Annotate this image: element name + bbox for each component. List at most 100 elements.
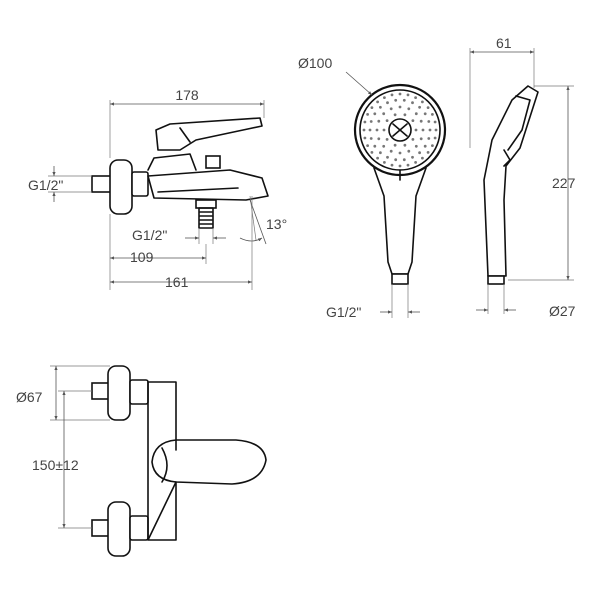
nozzle-dot (406, 163, 410, 167)
nozzle-dot (406, 93, 410, 97)
nozzle-dot (382, 144, 386, 148)
nozzle-dot (421, 100, 424, 104)
head-diameter-label: Ø100 (298, 55, 332, 71)
nozzle-dot (421, 128, 425, 132)
hand-shower-front-view (353, 83, 447, 285)
nozzle-dot (383, 161, 386, 164)
nozzle-dot (386, 155, 389, 159)
nozzle-dot (398, 151, 402, 155)
nozzle-dot (394, 98, 398, 102)
nozzle-dot (398, 105, 402, 109)
nozzle-dot (411, 155, 414, 159)
nozzle-dot (431, 113, 434, 116)
nozzle-dot (414, 161, 417, 164)
nozzle-dot (427, 120, 431, 123)
flange-diameter-label: Ø67 (16, 389, 43, 405)
dim-161-label: 161 (165, 274, 189, 290)
nozzle-dot (373, 144, 377, 148)
nozzle-dot (379, 105, 382, 109)
nozzle-dot (423, 144, 427, 148)
nozzle-dot (414, 128, 418, 132)
dim-61-label: 61 (496, 35, 512, 51)
nozzle-dot (434, 128, 438, 132)
nozzle-dot (377, 119, 381, 123)
nozzle-dot (369, 120, 373, 123)
nozzle-dot (431, 144, 434, 148)
nozzle-dot (421, 156, 424, 160)
nozzle-dot (379, 151, 382, 155)
nozzle-dot (398, 92, 402, 96)
spout-angle-label: 13° (266, 216, 287, 232)
dimension-spout-angle: 13° (239, 199, 287, 245)
nozzle-dot (426, 151, 430, 154)
dimension-handle-diameter: Ø27 (476, 284, 576, 319)
nozzle-dot (385, 119, 389, 122)
nozzle-dot (375, 128, 379, 132)
dimension-shower-connection: G1/2" (326, 284, 420, 320)
nozzle-dot (390, 93, 394, 97)
nozzle-dot (414, 144, 418, 148)
nozzle-dot (427, 137, 431, 140)
dimension-spout-outlet-thread: G1/2" (132, 227, 226, 244)
nozzle-dot (414, 96, 417, 99)
nozzle-dot (433, 120, 437, 124)
nozzle-dot (403, 143, 407, 147)
nozzle-dot (393, 113, 397, 117)
nozzle-dot (376, 100, 379, 104)
handle-diameter-label: Ø27 (549, 303, 576, 319)
dim-109-label: 109 (130, 249, 154, 265)
nozzle-dot (362, 128, 366, 132)
nozzle-dot (370, 106, 374, 109)
nozzle-dot (402, 98, 406, 102)
nozzle-dot (403, 113, 407, 117)
nozzle-dot (394, 158, 398, 162)
nozzle-dot (414, 112, 418, 116)
nozzle-dot (418, 105, 421, 109)
mixer-front-view (91, 117, 269, 241)
nozzle-dot (370, 151, 374, 154)
nozzle-dot (385, 138, 389, 141)
dimension-227: 227 (508, 85, 576, 281)
nozzle-dot (368, 128, 372, 132)
nozzle-dot (363, 136, 367, 140)
nozzle-dot (373, 112, 377, 116)
dimension-178: 178 (109, 87, 265, 158)
nozzle-dot (407, 107, 411, 111)
nozzle-dot (418, 151, 421, 155)
nozzle-dot (411, 138, 415, 141)
dimension-flange-diameter: Ø67 (16, 365, 110, 421)
dimension-161: 161 (110, 196, 253, 290)
nozzle-dot (377, 137, 381, 141)
spout-thread-label: G1/2" (132, 227, 167, 243)
nozzle-dot (382, 112, 386, 116)
nozzle-dot (366, 113, 369, 116)
nozzle-dot (382, 128, 386, 132)
dimension-61: 61 (469, 35, 535, 148)
inlet-thread-label: G1/2" (28, 177, 63, 193)
nozzle-dot (363, 120, 367, 124)
dim-178-label: 178 (175, 87, 199, 103)
nozzle-dot (398, 164, 402, 168)
nozzle-dot (419, 137, 423, 141)
nozzle-dot (426, 106, 430, 109)
nozzle-dot (386, 101, 389, 105)
nozzle-dot (428, 128, 432, 132)
nozzle-dot (389, 149, 393, 153)
nozzle-dot (407, 149, 411, 153)
nozzle-dot (423, 112, 427, 116)
dim-150-label: 150±12 (32, 457, 79, 473)
nozzle-dot (366, 144, 369, 148)
nozzle-dot (369, 137, 373, 140)
dimension-inlet-thread: G1/2" (28, 166, 92, 202)
hand-shower-side-view (483, 85, 539, 285)
nozzle-dot (411, 119, 415, 122)
nozzle-dot (376, 156, 379, 160)
dimension-head-diameter: Ø100 (298, 55, 373, 96)
spray-nozzles (362, 92, 438, 168)
nozzle-dot (393, 143, 397, 147)
nozzle-dot (419, 119, 423, 123)
nozzle-dot (411, 101, 414, 105)
nozzle-dot (383, 96, 386, 99)
nozzle-dot (433, 136, 437, 140)
